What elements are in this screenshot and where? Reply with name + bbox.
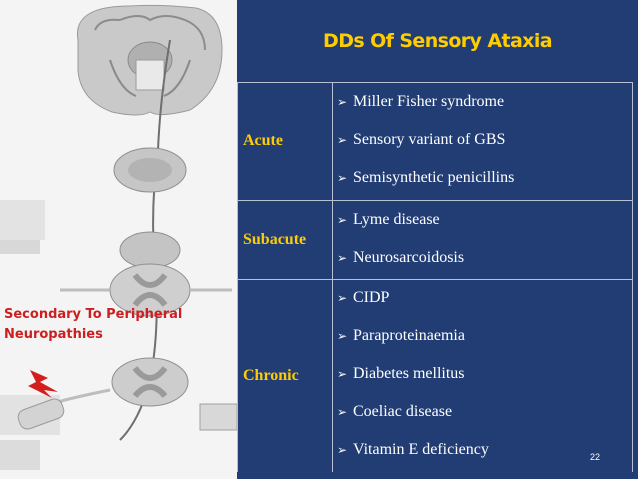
items-acute: ➢ Miller Fisher syndrome ➢ Sensory variant…	[337, 82, 631, 200]
arrow-bullet-icon: ➢	[337, 290, 348, 305]
arrow-bullet-icon: ➢	[337, 212, 348, 227]
list-item: ➢ Miller Fisher syndrome	[337, 88, 504, 116]
content-panel	[237, 0, 638, 479]
list-item-text: Coeliac disease	[353, 403, 453, 420]
arrow-bullet-icon: ➢	[337, 442, 348, 457]
list-item-text: Paraproteinaemia	[353, 327, 465, 344]
list-item-text: Semisynthetic penicillins	[353, 169, 515, 186]
overlay-label-line: Secondary To Peripheral	[4, 307, 183, 322]
list-item: ➢ Diabetes mellitus	[337, 360, 465, 388]
list-item: ➢ Lyme disease	[337, 206, 440, 234]
list-item-text: CIDP	[353, 289, 390, 306]
table-border-left	[237, 82, 238, 472]
table-column-divider	[332, 82, 333, 472]
arrow-bullet-icon: ➢	[337, 328, 348, 343]
list-item: ➢ Coeliac disease	[337, 398, 452, 426]
list-item: ➢ CIDP	[337, 284, 389, 312]
list-item: ➢ Vitamin E deficiency	[337, 436, 489, 464]
overlay-label: Secondary To Peripheral Neuropathies	[4, 305, 182, 345]
arrow-bullet-icon: ➢	[337, 404, 348, 419]
list-item: ➢ Neurosarcoidosis	[337, 244, 464, 272]
items-subacute: ➢ Lyme disease ➢ Neurosarcoidosis	[337, 200, 631, 279]
category-chronic: Chronic	[243, 366, 299, 384]
list-item-text: Miller Fisher syndrome	[353, 93, 505, 110]
list-item-text: Lyme disease	[353, 211, 440, 228]
category-subacute: Subacute	[243, 230, 307, 248]
table-border-top	[237, 82, 633, 83]
slide-title: DDs Of Sensory Ataxia	[323, 30, 553, 52]
items-chronic: ➢ CIDP ➢ Paraproteinaemia ➢ Diabetes mellit…	[337, 279, 631, 472]
list-item: ➢ Sensory variant of GBS	[337, 126, 505, 154]
spinal-pathway-diagram	[0, 4, 237, 470]
arrow-bullet-icon: ➢	[337, 366, 348, 381]
table-row-divider	[237, 279, 633, 280]
list-item: ➢ Paraproteinaemia	[337, 322, 465, 350]
category-acute: Acute	[243, 132, 283, 149]
arrow-bullet-icon: ➢	[337, 94, 348, 109]
table-border-right	[632, 82, 633, 472]
list-item-text: Diabetes mellitus	[353, 365, 465, 382]
arrow-bullet-icon: ➢	[337, 170, 348, 185]
table-row-divider	[237, 200, 633, 201]
list-item-text: Sensory variant of GBS	[353, 131, 506, 148]
page-number: 22	[590, 452, 601, 462]
overlay-label-line: Neuropathies	[4, 327, 103, 342]
list-item-text: Neurosarcoidosis	[353, 249, 465, 266]
arrow-bullet-icon: ➢	[337, 132, 348, 147]
differential-diagnosis-table: Acute ➢ Miller Fisher syndrome ➢ Sensory v…	[237, 82, 633, 472]
list-item: ➢ Semisynthetic penicillins	[337, 164, 514, 192]
list-item-text: Vitamin E deficiency	[353, 441, 489, 458]
neuro-anatomy-illustration	[0, 0, 237, 479]
arrow-bullet-icon: ➢	[337, 250, 348, 265]
